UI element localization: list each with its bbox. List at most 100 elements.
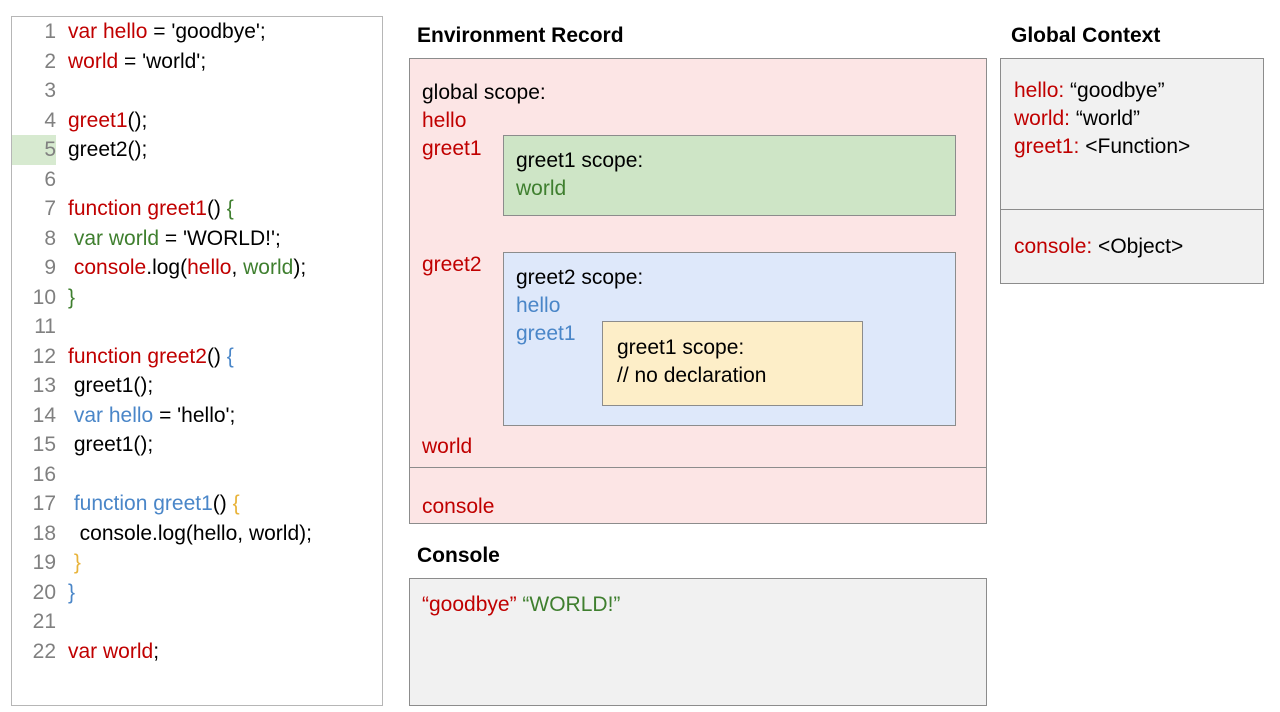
console-output-world: “WORLD!” (522, 593, 621, 616)
code-line-text: console.log(hello, world); (56, 253, 382, 283)
code-token: var world (73, 226, 160, 250)
greet2-scope-box: greet2 scope: hello greet1 greet1 scope:… (503, 252, 956, 426)
code-line-number: 2 (44, 49, 56, 73)
code-token: } (73, 551, 81, 574)
code-line-number: 17 (32, 492, 56, 515)
code-token: ); (293, 256, 307, 279)
code-line[interactable]: 9 console.log(hello, world); (12, 253, 382, 283)
global-context-variables-region: hello: “goodbye” world: “world” greet1: … (1001, 59, 1263, 210)
environment-record-box: global scope: hello greet1 greet2 world … (409, 58, 987, 524)
code-token: world (243, 256, 294, 279)
code-line[interactable]: 15 greet1(); (12, 430, 382, 460)
code-token: = 'world'; (118, 49, 207, 73)
code-line-text: var hello = 'goodbye'; (56, 17, 382, 47)
code-line[interactable]: 20} (12, 578, 382, 608)
code-token: = 'goodbye'; (147, 20, 266, 43)
code-line-text: } (56, 578, 382, 608)
global-scope-label: global scope: (422, 81, 546, 104)
code-line-number: 3 (44, 79, 56, 102)
code-line-number: 9 (44, 256, 56, 279)
code-token: var hello (68, 20, 148, 43)
global-context-row: world: “world” (1014, 107, 1140, 131)
greet1-scope-box: greet1 scope: world (503, 135, 956, 216)
code-line-text: } (56, 548, 382, 578)
code-token: .log( (146, 256, 188, 279)
code-token: var hello (73, 403, 154, 427)
console-output-goodbye: “goodbye” (422, 593, 517, 616)
global-scope-binding-hello: hello (422, 109, 467, 132)
code-line-text: greet1(); (56, 371, 382, 401)
code-line[interactable]: 6 (12, 165, 382, 195)
code-line-text: world = 'world'; (56, 47, 382, 77)
code-token: () (206, 344, 227, 368)
code-token: () (206, 197, 227, 220)
code-line-text: var world = 'WORLD!'; (56, 224, 382, 254)
greet1-nested-scope-box: greet1 scope: // no declaration (602, 321, 863, 406)
global-context-value: “world” (1070, 107, 1141, 130)
code-line-text: console.log(hello, world); (56, 519, 382, 549)
code-line[interactable]: 3 (12, 76, 382, 106)
global-scope-binding-greet2: greet2 (422, 253, 482, 276)
code-line-text: function greet1() { (56, 489, 382, 519)
code-line[interactable]: 19 } (12, 548, 382, 578)
code-line-text: } (56, 283, 382, 313)
code-line-number: 4 (44, 108, 56, 132)
code-token: } (68, 285, 76, 309)
console-title: Console (417, 544, 500, 567)
code-token: world (68, 49, 119, 73)
global-scope-region: global scope: hello greet1 greet2 world … (410, 59, 986, 468)
code-line[interactable]: 10} (12, 283, 382, 313)
code-line-number: 1 (44, 20, 56, 43)
code-line[interactable]: 16 (12, 460, 382, 490)
environment-record-title: Environment Record (417, 24, 624, 47)
code-line-number: 12 (32, 344, 56, 368)
greet1-scope-binding-world: world (516, 177, 567, 200)
environment-record-binding-console: console (422, 495, 495, 518)
code-line[interactable]: 17 function greet1() { (12, 489, 382, 519)
code-line-number: 21 (32, 610, 56, 633)
code-token: greet1(); (68, 433, 154, 456)
code-line-text: greet1(); (56, 430, 382, 460)
code-token: greet2(); (68, 138, 148, 161)
code-token: console (73, 256, 147, 279)
code-token: } (68, 580, 76, 604)
code-token: { (226, 197, 234, 220)
global-context-row: console: <Object> (1014, 235, 1183, 259)
code-line-number: 8 (44, 226, 56, 250)
global-context-key: world: (1014, 107, 1071, 130)
code-token: function greet2 (68, 344, 207, 368)
global-context-key: console: (1014, 235, 1093, 258)
greet1-nested-scope-note: // no declaration (617, 364, 767, 387)
code-line-text: var world; (56, 637, 382, 667)
greet2-scope-binding-hello: hello (516, 294, 561, 317)
code-line[interactable]: 13 greet1(); (12, 371, 382, 401)
greet1-scope-label: greet1 scope: (516, 149, 644, 172)
code-token: hello (187, 256, 232, 279)
code-line[interactable]: 21 (12, 607, 382, 637)
code-line-text: function greet1() { (56, 194, 382, 224)
code-token: console.log(hello, world); (68, 521, 312, 545)
code-line[interactable]: 18 console.log(hello, world); (12, 519, 382, 549)
console-output-box[interactable]: “goodbye” “WORLD!” (409, 578, 987, 706)
code-line[interactable]: 8 var world = 'WORLD!'; (12, 224, 382, 254)
code-line-number: 11 (34, 315, 56, 338)
code-line-number: 15 (32, 433, 56, 456)
code-line-text: var hello = 'hello'; (56, 401, 382, 431)
code-line[interactable]: 11 (12, 312, 382, 342)
global-scope-binding-world: world (422, 435, 473, 458)
console-output-line: “goodbye” “WORLD!” (422, 593, 620, 617)
global-context-key: hello: (1014, 79, 1065, 102)
global-context-row: hello: “goodbye” (1014, 79, 1165, 103)
code-line[interactable]: 14 var hello = 'hello'; (12, 401, 382, 431)
code-token: greet1(); (68, 374, 154, 397)
code-token: ; (153, 639, 160, 663)
code-token: = 'hello'; (153, 403, 236, 427)
